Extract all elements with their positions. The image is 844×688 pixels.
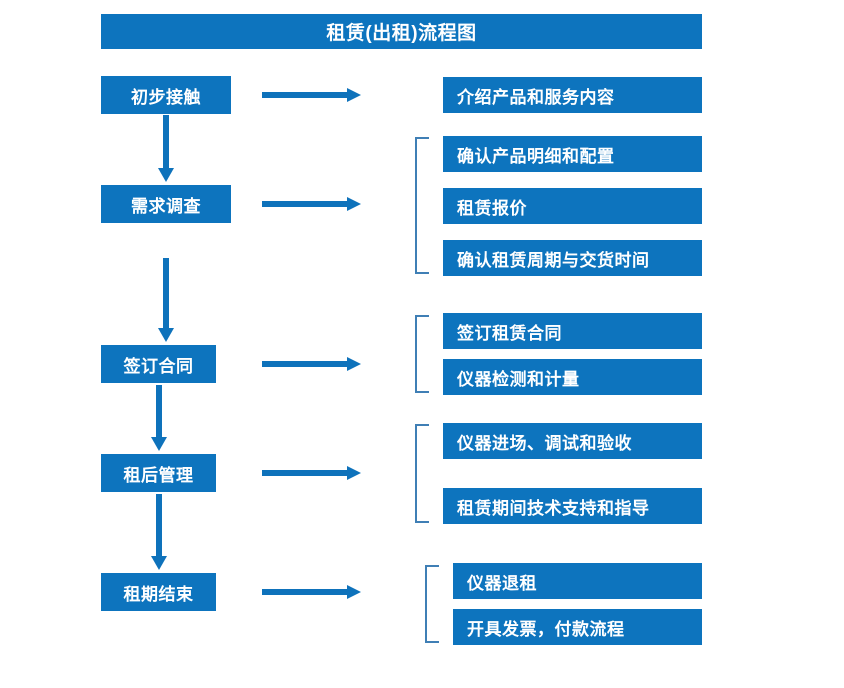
vertical-arrow-3: [150, 385, 168, 452]
detail-box-5[interactable]: 签订租赁合同: [443, 313, 702, 349]
detail-box-8[interactable]: 租赁期间技术支持和指导: [443, 488, 702, 524]
group-bracket-4: [424, 565, 440, 643]
stage-box-3[interactable]: 签订合同: [101, 345, 216, 383]
horizontal-arrow-2: [262, 195, 362, 213]
detail-box-1[interactable]: 介绍产品和服务内容: [443, 77, 702, 113]
horizontal-arrow-5: [262, 583, 362, 601]
detail-box-3[interactable]: 租赁报价: [443, 188, 702, 224]
vertical-arrow-2: [157, 258, 175, 343]
detail-box-6[interactable]: 仪器检测和计量: [443, 359, 702, 395]
horizontal-arrow-1: [262, 86, 362, 104]
vertical-arrow-4: [150, 494, 168, 571]
group-bracket-3: [414, 424, 430, 523]
stage-box-2[interactable]: 需求调查: [101, 185, 231, 223]
stage-box-4[interactable]: 租后管理: [101, 454, 216, 492]
horizontal-arrow-3: [262, 355, 362, 373]
detail-box-10[interactable]: 开具发票，付款流程: [453, 609, 702, 645]
stage-box-1[interactable]: 初步接触: [101, 76, 231, 114]
group-bracket-2: [414, 315, 430, 393]
detail-box-4[interactable]: 确认租赁周期与交货时间: [443, 240, 702, 276]
flowchart-title: 租赁(出租)流程图: [101, 14, 702, 49]
stage-box-5[interactable]: 租期结束: [101, 573, 216, 611]
detail-box-7[interactable]: 仪器进场、调试和验收: [443, 423, 702, 459]
horizontal-arrow-4: [262, 464, 362, 482]
group-bracket-1: [414, 137, 430, 274]
vertical-arrow-1: [157, 115, 175, 183]
detail-box-9[interactable]: 仪器退租: [453, 563, 702, 599]
detail-box-2[interactable]: 确认产品明细和配置: [443, 136, 702, 172]
